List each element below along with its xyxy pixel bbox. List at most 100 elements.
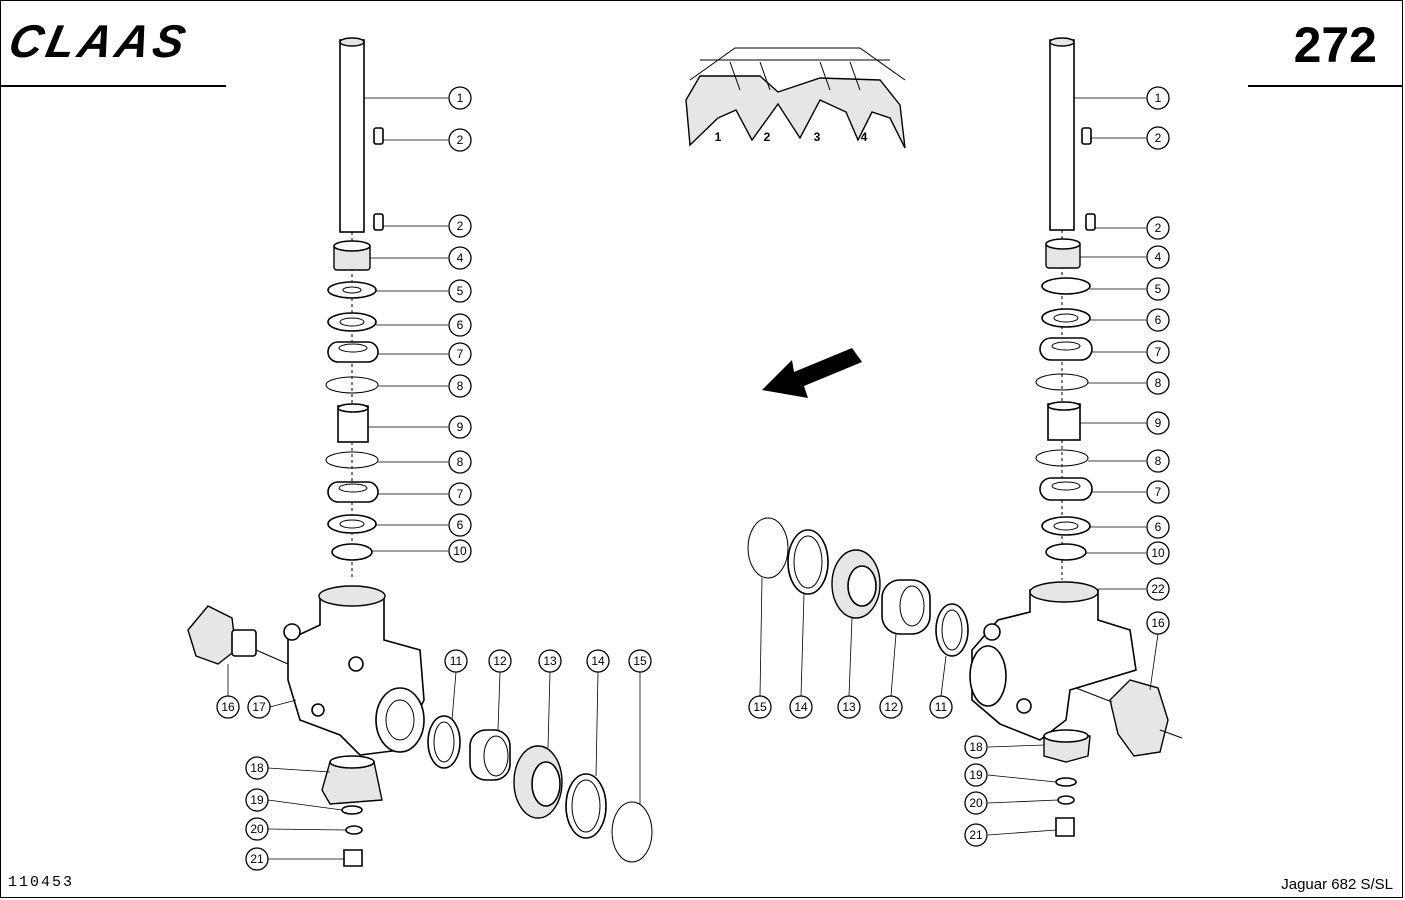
washer (345, 825, 363, 835)
svg-text:19: 19 (250, 793, 264, 807)
svg-text:13: 13 (543, 654, 557, 668)
row-label: 3 (814, 130, 821, 144)
callout: 20 (964, 791, 988, 815)
callout: 7 (1146, 480, 1170, 504)
svg-text:1: 1 (457, 91, 464, 105)
row-label: 4 (861, 130, 868, 144)
bearing (1039, 337, 1093, 361)
callout: 11 (444, 649, 468, 673)
svg-text:12: 12 (884, 700, 898, 714)
callout: 4 (448, 246, 472, 270)
svg-text:2: 2 (457, 219, 464, 233)
washer (1057, 795, 1075, 805)
seal (1041, 516, 1091, 536)
shim (565, 773, 607, 839)
circlip (325, 376, 379, 394)
left-callouts: 1 2 2 4 5 6 7 8 9 8 7 6 10 11 12 13 14 1… (216, 86, 652, 871)
right-callouts: 1 2 2 4 5 6 7 8 9 8 7 6 10 22 16 15 14 1… (748, 86, 1170, 847)
callout: 6 (1146, 515, 1170, 539)
housing-bore (969, 645, 1007, 707)
bearing (469, 729, 511, 781)
seal (1045, 543, 1087, 561)
svg-text:15: 15 (753, 700, 767, 714)
circlip (325, 451, 379, 469)
row-label: 1 (715, 130, 722, 144)
callout: 8 (1146, 449, 1170, 473)
callout: 8 (1146, 371, 1170, 395)
svg-text:19: 19 (969, 768, 983, 782)
lock-washer (1055, 777, 1077, 787)
svg-text:15: 15 (633, 654, 647, 668)
svg-text:12: 12 (493, 654, 507, 668)
callout: 7 (448, 482, 472, 506)
svg-text:18: 18 (969, 740, 983, 754)
header-rule-left (0, 85, 226, 87)
circlip (1035, 449, 1089, 467)
callout: 15 (628, 649, 652, 673)
callout: 8 (448, 450, 472, 474)
callout: 21 (964, 823, 988, 847)
model-name: Jaguar 682 S/SL (1281, 876, 1393, 893)
callout: 2 (1146, 126, 1170, 150)
shaft (1049, 39, 1075, 231)
seal (331, 543, 373, 561)
svg-text:11: 11 (935, 700, 948, 714)
callout: 9 (448, 415, 472, 439)
key (1085, 213, 1096, 231)
callout: 16 (216, 695, 240, 719)
callout: 5 (1146, 277, 1170, 301)
bearing (1039, 477, 1093, 501)
svg-text:21: 21 (969, 828, 983, 842)
svg-text:6: 6 (1155, 520, 1162, 534)
page-number: 272 (1293, 17, 1377, 73)
svg-text:14: 14 (794, 700, 808, 714)
svg-text:4: 4 (457, 251, 464, 265)
svg-text:20: 20 (969, 796, 983, 810)
callout: 21 (245, 847, 269, 871)
svg-text:8: 8 (457, 379, 464, 393)
key (1081, 127, 1092, 145)
svg-text:4: 4 (1155, 250, 1162, 264)
callout: 5 (448, 279, 472, 303)
svg-text:5: 5 (457, 284, 464, 298)
svg-text:7: 7 (457, 347, 464, 361)
right-leaders (759, 97, 1159, 836)
svg-text:20: 20 (250, 822, 264, 836)
svg-text:16: 16 (1151, 616, 1165, 630)
circlip (611, 801, 653, 863)
header-machine-illustration (685, 47, 906, 149)
bolt (1055, 817, 1075, 837)
svg-text:16: 16 (221, 700, 235, 714)
bevel-gear (1109, 679, 1169, 757)
left-leaders (227, 97, 641, 860)
svg-text:2: 2 (1155, 131, 1162, 145)
callout: 8 (448, 374, 472, 398)
callout: 6 (1146, 308, 1170, 332)
svg-text:5: 5 (1155, 282, 1162, 296)
svg-text:9: 9 (1155, 416, 1162, 430)
shaft (339, 39, 365, 233)
svg-text:2: 2 (457, 133, 464, 147)
callout: 18 (245, 756, 269, 780)
callout: 7 (1146, 340, 1170, 364)
callout: 10 (448, 539, 472, 563)
callout: 12 (488, 649, 512, 673)
callout: 22 (1146, 577, 1170, 601)
callout: 16 (1146, 611, 1170, 635)
callout: 9 (1146, 411, 1170, 435)
svg-text:22: 22 (1151, 582, 1165, 596)
seal (327, 514, 377, 534)
oring (935, 603, 969, 657)
svg-text:2: 2 (1155, 221, 1162, 235)
callout: 14 (789, 695, 813, 719)
svg-text:11: 11 (450, 654, 463, 668)
callout: 4 (1146, 245, 1170, 269)
svg-text:1: 1 (1155, 91, 1162, 105)
key (373, 213, 384, 231)
svg-text:18: 18 (250, 761, 264, 775)
svg-text:6: 6 (1155, 313, 1162, 327)
callout: 15 (748, 695, 772, 719)
callout: 14 (586, 649, 610, 673)
